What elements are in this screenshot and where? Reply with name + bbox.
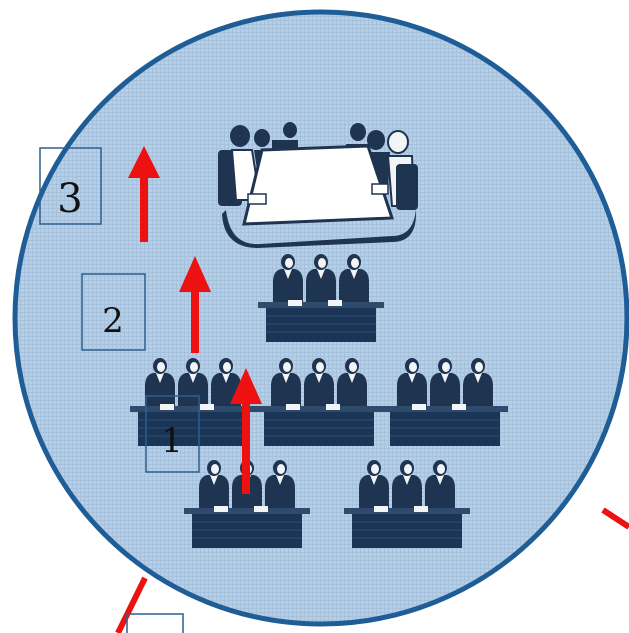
level-2-label-box bbox=[81, 273, 146, 351]
label-box-partial bbox=[126, 613, 184, 633]
level-1-label: 1 bbox=[161, 421, 183, 461]
level-2-label: 2 bbox=[102, 301, 124, 341]
boardroom-meeting-icon bbox=[218, 122, 418, 248]
arrow-up-icon-level-2 bbox=[179, 256, 211, 353]
level-3-label-box bbox=[39, 147, 102, 225]
red-line-bottom-left bbox=[115, 576, 148, 633]
red-line-right bbox=[601, 507, 629, 530]
level-1-label-box bbox=[145, 395, 200, 473]
level-3-label: 3 bbox=[57, 176, 82, 222]
arrow-up-icon-level-1 bbox=[230, 368, 262, 494]
arrow-up-icon-level-3 bbox=[128, 146, 160, 242]
